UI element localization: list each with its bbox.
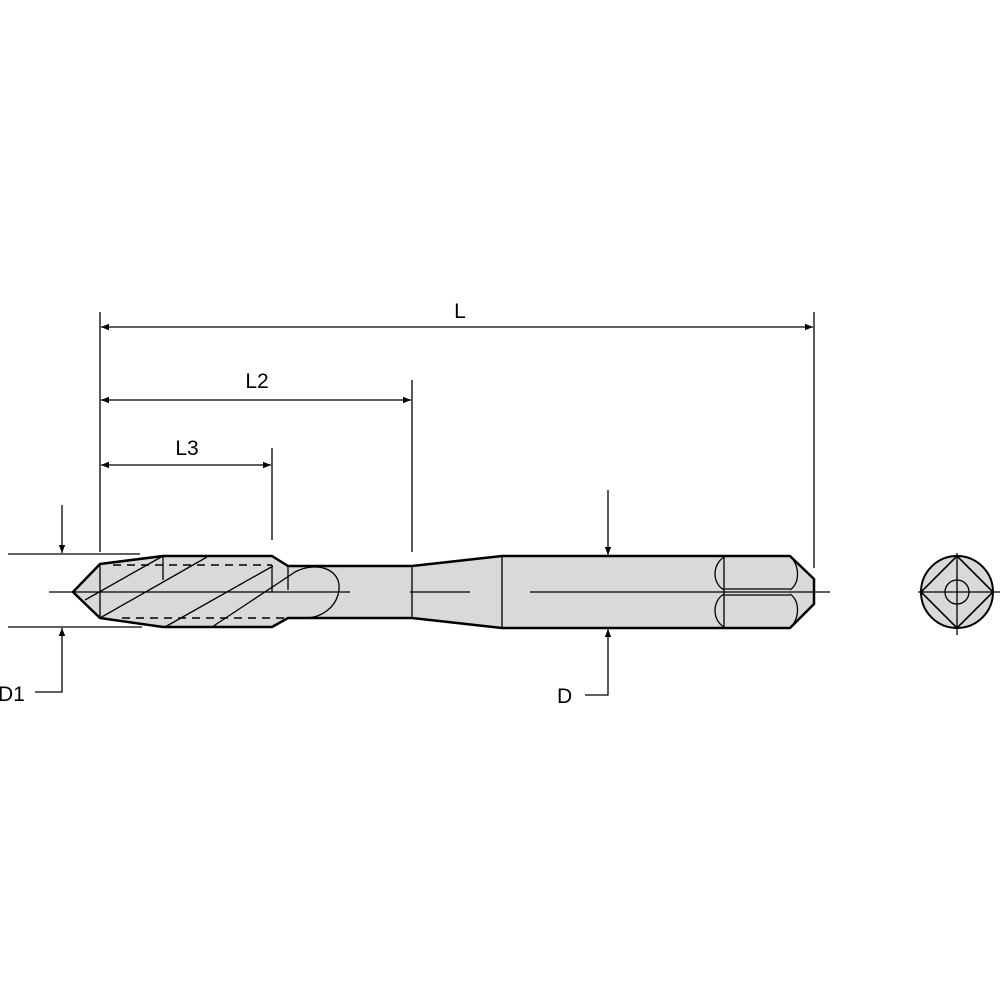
label-D1: D1 — [0, 683, 25, 706]
label-L: L — [454, 300, 466, 323]
label-D: D — [557, 685, 572, 708]
dimension-L2: L2 — [101, 370, 411, 404]
tap-body — [49, 554, 830, 630]
dimension-L: L — [101, 300, 813, 331]
dimension-D1: D1 — [0, 505, 66, 706]
extension-lines — [8, 312, 815, 628]
label-L2: L2 — [245, 370, 268, 393]
dimension-L3: L3 — [101, 437, 271, 469]
end-view — [918, 553, 1000, 635]
label-L3: L3 — [175, 437, 198, 460]
dimension-D: D — [557, 490, 612, 708]
